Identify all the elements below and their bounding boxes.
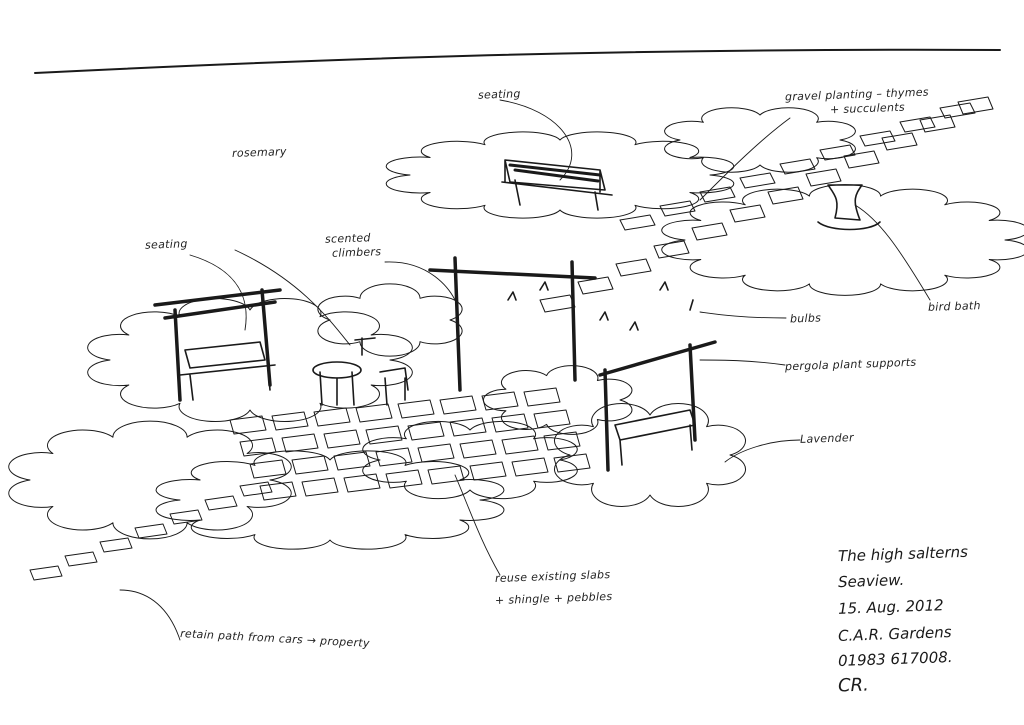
- paving-slab: [577, 276, 614, 295]
- paving-slab: [523, 387, 561, 407]
- paving-slab: [899, 116, 936, 133]
- paving-slab: [843, 150, 880, 169]
- pergola-left: [153, 288, 282, 402]
- paving-slab: [385, 469, 423, 489]
- paving-slab: [407, 421, 445, 441]
- paving-slab: [619, 214, 656, 231]
- pergola-center: [428, 256, 597, 392]
- paving-slab: [343, 473, 381, 493]
- paving-slab: [779, 158, 816, 175]
- paving-slab: [481, 391, 519, 411]
- label-seating-left: seating: [144, 237, 188, 252]
- paving-slab: [919, 114, 956, 133]
- signature-initials: CR.: [837, 674, 870, 697]
- paving-slab: [819, 144, 856, 161]
- paving-slab: [313, 407, 351, 427]
- paving-slab: [939, 102, 976, 119]
- paving-slab: [449, 417, 487, 437]
- planting-cloud: [155, 450, 505, 550]
- paving-slab: [375, 447, 413, 467]
- paving-slab: [239, 481, 273, 497]
- paving-slab: [459, 439, 497, 459]
- paving-slab: [767, 186, 804, 205]
- paving-slab: [271, 411, 309, 431]
- label-bird-bath: bird bath: [927, 299, 981, 314]
- label-climbers: climbers: [331, 245, 382, 260]
- paving-slab: [691, 222, 728, 241]
- paving-slab: [323, 429, 361, 449]
- paving-slab: [491, 413, 529, 433]
- paving-slab: [653, 240, 690, 259]
- paving-slab: [99, 537, 133, 553]
- paving-slab: [64, 551, 98, 567]
- planting-cloud: [482, 365, 633, 435]
- label-seating-back: seating: [477, 87, 521, 102]
- bird-bath: [817, 184, 881, 231]
- bench-back: [501, 159, 613, 211]
- paving-slab: [249, 459, 287, 479]
- paving-slab: [469, 461, 507, 481]
- paving-slab: [729, 204, 766, 223]
- paving-slab: [301, 477, 339, 497]
- label-rosemary: rosemary: [231, 145, 287, 160]
- paving-slab: [134, 523, 168, 539]
- paving-slab: [659, 200, 696, 217]
- planting-cloud: [8, 420, 292, 540]
- paving-slab: [397, 399, 435, 419]
- paving-slab: [229, 415, 267, 435]
- paving-slab: [553, 453, 591, 473]
- paving-slab: [239, 437, 277, 457]
- paving-slab: [859, 130, 896, 147]
- paving-slab: [333, 451, 371, 471]
- label-scented: scented: [324, 231, 371, 246]
- planting-cloud: [554, 403, 746, 507]
- label-lavender: Lavender: [799, 431, 855, 446]
- planting-cloud: [385, 131, 735, 219]
- paving-slab: [543, 431, 581, 451]
- paving-slab: [439, 395, 477, 415]
- paving-slab: [169, 509, 203, 525]
- planting-cloud: [664, 107, 856, 173]
- paving-slab: [739, 172, 776, 189]
- signature-line-2: Seaview.: [837, 570, 905, 592]
- paving-slab: [501, 435, 539, 455]
- paving-slab: [365, 425, 403, 445]
- paving-slab: [881, 132, 918, 151]
- planting-cloud: [661, 184, 1024, 296]
- paving-slab: [539, 294, 576, 313]
- planting-cloud: [317, 283, 463, 357]
- paving-slab: [417, 443, 455, 463]
- paving-slab: [291, 455, 329, 475]
- paving-slab: [533, 409, 571, 429]
- pergola-right: [598, 340, 717, 472]
- horizon-line: [34, 48, 1001, 74]
- paving-slab: [204, 495, 238, 511]
- paving-slab: [957, 96, 994, 115]
- paving-slab: [615, 258, 652, 277]
- paving-slab: [427, 465, 465, 485]
- paving-slab: [805, 168, 842, 187]
- signature-line-3: 15. Aug. 2012: [837, 596, 944, 618]
- paving-slab: [29, 565, 63, 581]
- label-succulents: + succulents: [829, 100, 906, 117]
- paving-slab: [511, 457, 549, 477]
- paving-slab: [699, 186, 736, 203]
- paving-slab: [259, 481, 297, 501]
- paving-slab: [281, 433, 319, 453]
- planting-cloud: [87, 298, 413, 422]
- label-bulbs: bulbs: [789, 311, 822, 326]
- paving-slab: [355, 403, 393, 423]
